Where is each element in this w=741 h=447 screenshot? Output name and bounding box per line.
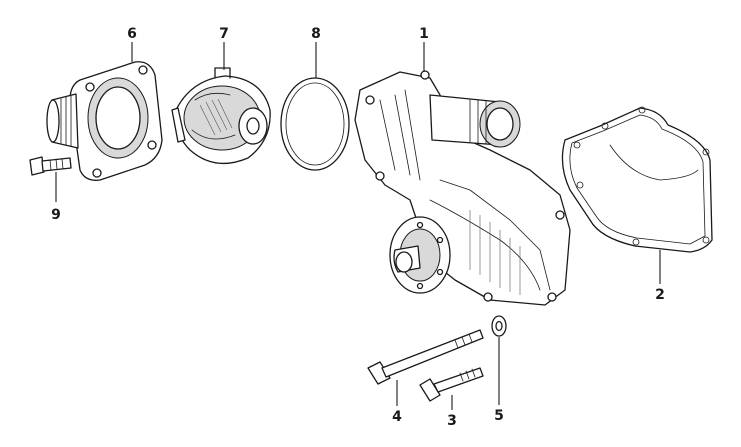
callout-8: 8	[311, 26, 321, 42]
pump-gasket	[561, 106, 713, 253]
leader-lines	[55, 42, 661, 410]
callout-5: 5	[494, 408, 504, 424]
callout-1: 1	[419, 26, 429, 42]
o-ring	[280, 77, 350, 171]
short-bolt-3	[419, 367, 484, 402]
callout-9: 9	[51, 207, 61, 223]
washer-5	[491, 315, 507, 337]
thermostat	[171, 67, 271, 164]
callout-6: 6	[127, 26, 137, 42]
bolt-9	[29, 156, 72, 176]
long-bolt-4	[367, 329, 484, 385]
callout-3: 3	[447, 413, 457, 429]
water-pump-housing	[354, 70, 571, 306]
callout-4: 4	[392, 409, 402, 425]
callout-7: 7	[219, 26, 229, 42]
thermostat-housing-cover	[46, 61, 163, 181]
callout-2: 2	[655, 287, 665, 303]
